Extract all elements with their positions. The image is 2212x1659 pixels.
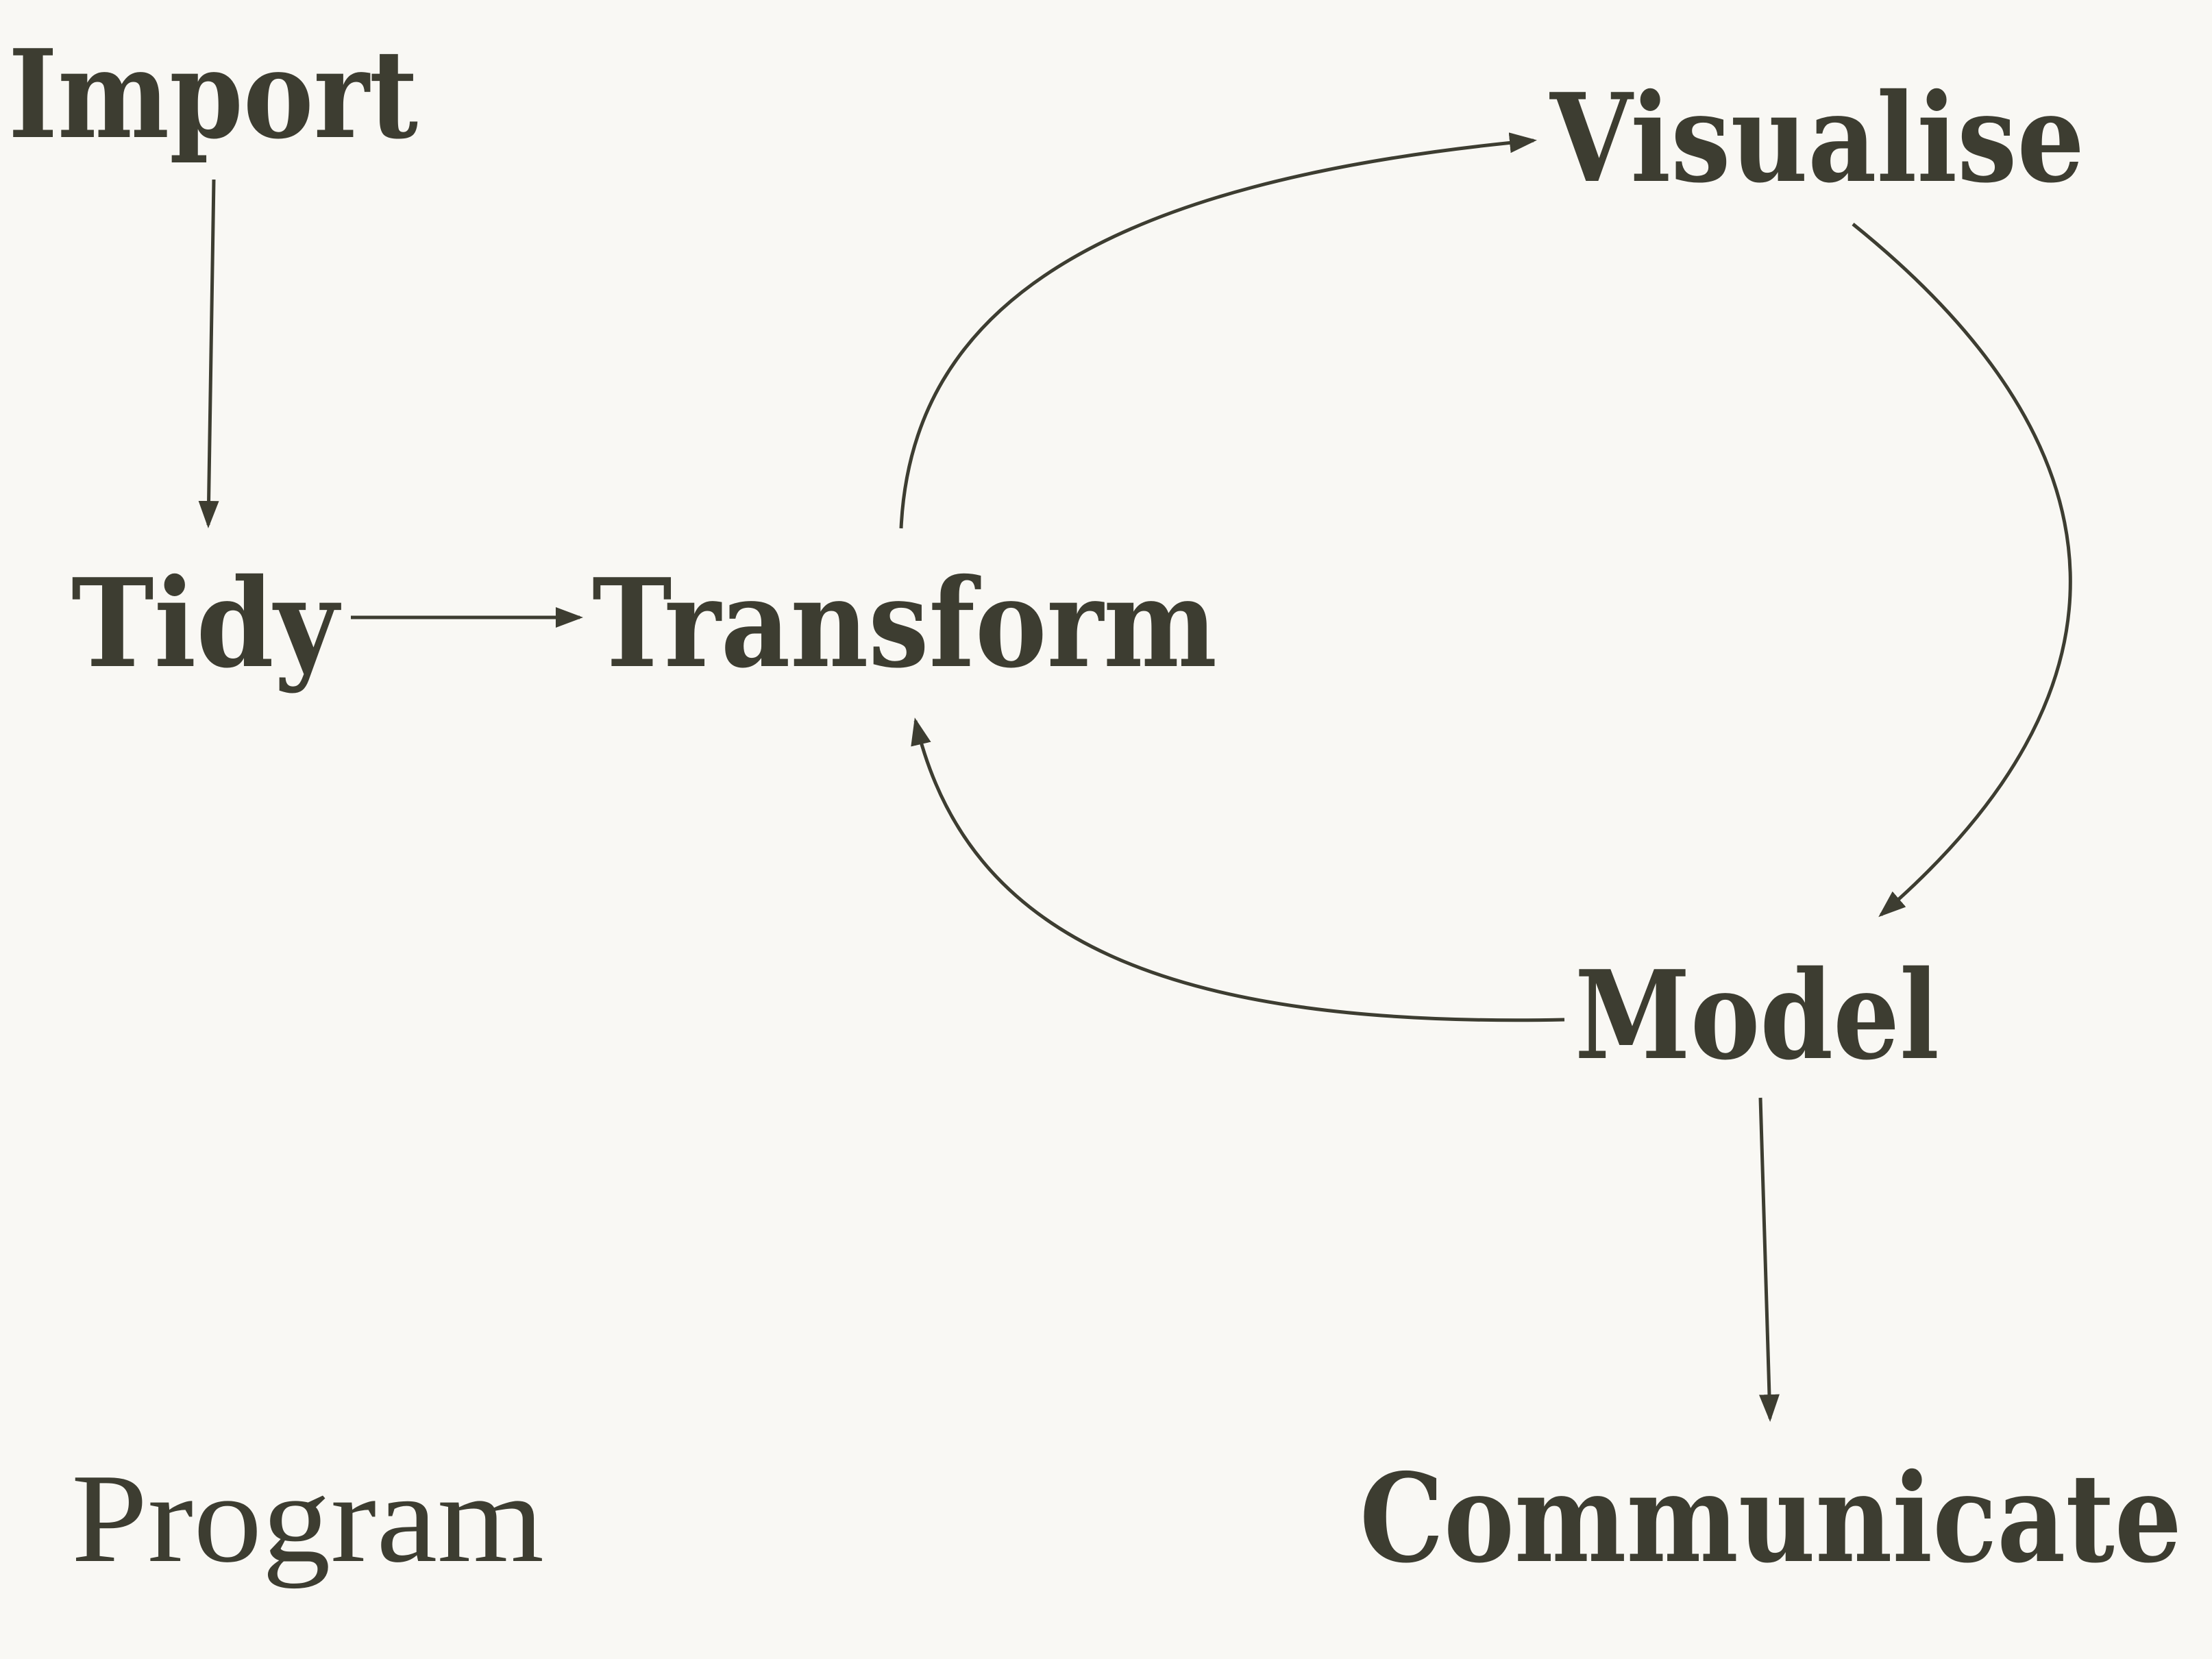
edge-import-to-tidy	[198, 179, 219, 528]
edge-model-to-transform	[911, 717, 1565, 1022]
node-communicate: Communicate	[1360, 1447, 2182, 1590]
edge-visualise-to-model	[1852, 223, 2072, 918]
node-transform: Transform	[592, 552, 1217, 695]
edge-transform-to-visualise	[899, 132, 1537, 529]
node-tidy: Tidy	[71, 552, 341, 695]
edge-model-to-communicate	[1758, 1097, 1780, 1422]
node-import: Import	[8, 23, 418, 166]
node-model: Model	[1575, 944, 1939, 1087]
node-visualise: Visualise	[1549, 66, 2085, 210]
program-caption: Program	[71, 1448, 544, 1589]
